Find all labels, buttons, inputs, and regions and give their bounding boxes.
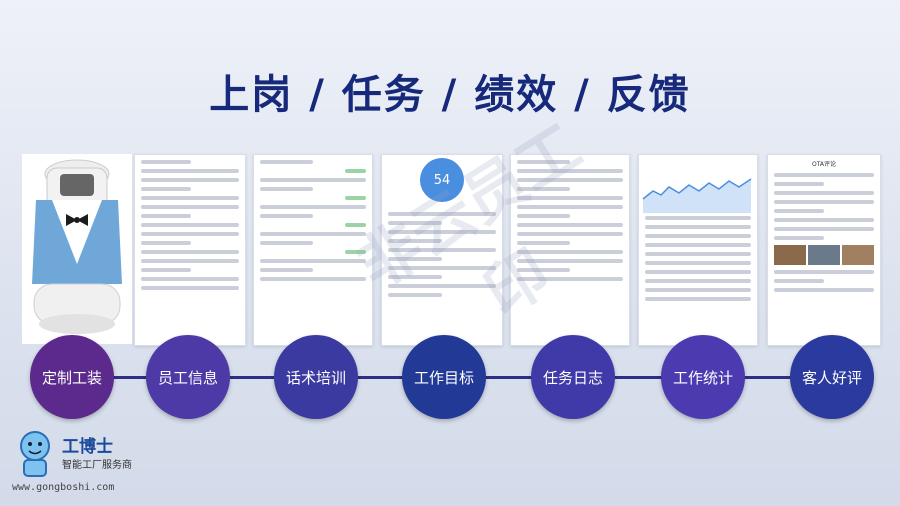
robot-image xyxy=(22,154,132,344)
step-task-log[interactable]: 任务日志 xyxy=(531,335,615,419)
headline: 上岗 / 任务 / 绩效 / 反馈 xyxy=(209,72,691,118)
step-work-stats[interactable]: 工作统计 xyxy=(661,335,745,419)
script-training-screen xyxy=(253,154,373,346)
company-logo xyxy=(10,428,150,498)
step-uniform[interactable]: 定制工装 xyxy=(30,335,114,419)
stats-line-chart xyxy=(642,178,752,213)
target-value-circle: 54 xyxy=(420,158,464,202)
task-log-screen xyxy=(510,154,630,346)
logo-name: 工博士 xyxy=(62,437,113,457)
employee-info-screen xyxy=(134,154,246,346)
guest-review-screen: OTA评论 xyxy=(767,154,881,346)
logo-url: www.gongboshi.com xyxy=(12,482,115,493)
step-employee-info[interactable]: 员工信息 xyxy=(146,335,230,419)
step-guest-reviews[interactable]: 客人好评 xyxy=(790,335,874,419)
work-stats-screen xyxy=(638,154,758,346)
logo-subtitle: 智能工厂服务商 xyxy=(62,460,132,471)
review-title: OTA评论 xyxy=(811,161,837,168)
step-script-training[interactable]: 话术培训 xyxy=(274,335,358,419)
step-work-target[interactable]: 工作目标 xyxy=(402,335,486,419)
